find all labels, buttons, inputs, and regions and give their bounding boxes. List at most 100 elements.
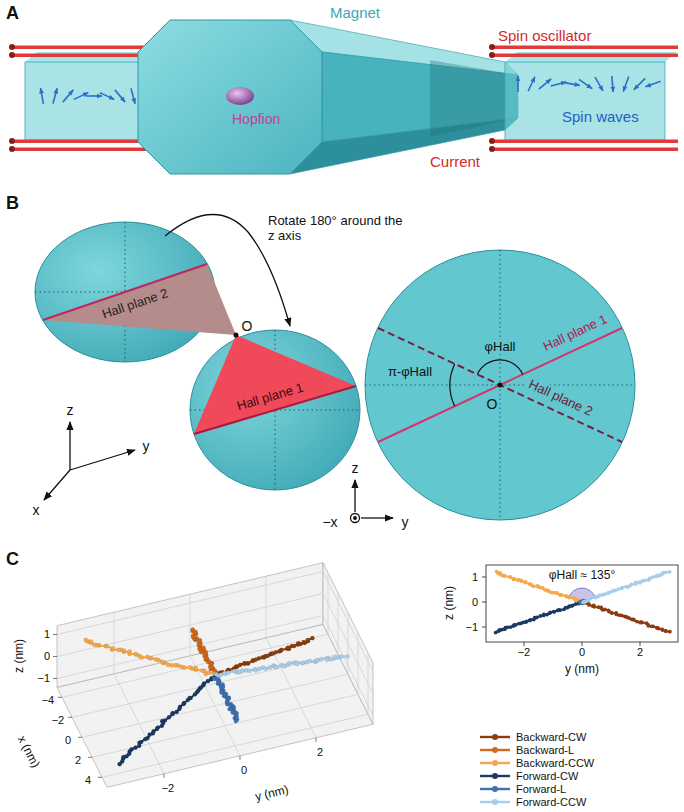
axis-triad <box>354 480 355 512</box>
axis-label: x <box>33 502 40 518</box>
spin-arrow <box>517 76 519 92</box>
legend-dot <box>492 734 498 740</box>
trajectory-bead <box>630 582 634 586</box>
trajectory-bead <box>621 586 625 590</box>
trajectory-bead <box>306 638 310 642</box>
trajectory-bead <box>593 605 597 609</box>
trajectory-bead <box>226 671 230 675</box>
trajectory-bead <box>571 604 575 608</box>
angle-label: π-φHall <box>386 365 434 380</box>
trajectory-bead <box>248 669 252 673</box>
angle-label: φHall ≈ 135° <box>547 569 618 583</box>
trajectory-bead <box>84 638 88 642</box>
trajectory-bead <box>656 626 660 630</box>
trajectory-bead <box>528 582 532 586</box>
legend-text: Backward-CW <box>516 731 586 744</box>
trajectory-bead <box>539 614 543 618</box>
trajectory-bead <box>170 712 174 716</box>
trajectory-bead <box>528 582 532 586</box>
trajectory-bead <box>118 762 122 766</box>
tick-label: 1 <box>472 571 478 584</box>
tick-mark <box>316 738 317 742</box>
spin-oscillator-right <box>489 44 495 50</box>
inset-frame <box>486 565 678 642</box>
hopfion-blob <box>226 87 254 105</box>
trajectory-bead <box>572 596 576 600</box>
legend-dot <box>492 760 498 766</box>
tick-label: 0 <box>241 764 247 777</box>
spin-oscillator-left <box>9 146 15 152</box>
tick-label: 4 <box>85 774 91 787</box>
hall-plane-projection <box>477 360 522 375</box>
tick-label: −1 <box>38 672 51 685</box>
trajectory-bead <box>647 624 651 628</box>
trajectory-bead <box>111 646 115 650</box>
tick-mark <box>53 634 57 635</box>
hall-plane-disks <box>234 333 239 338</box>
trajectory-bead <box>664 570 668 574</box>
hall-plane-disks <box>35 214 360 490</box>
spin-arrow <box>131 88 135 103</box>
plot-pane <box>323 563 373 725</box>
axis-triad <box>44 422 135 500</box>
tick-label: 2 <box>317 746 323 759</box>
trajectory-bead <box>552 610 556 614</box>
trajectory-bead <box>104 644 108 648</box>
trajectory-bead <box>160 724 164 728</box>
trajectory-line <box>214 674 237 721</box>
legend-dot <box>492 747 498 753</box>
legend-swatch <box>480 760 510 766</box>
spin-arrow <box>53 88 57 103</box>
trajectory-line <box>217 638 313 674</box>
trajectory-plot-3d <box>53 563 373 788</box>
spin-arrow <box>551 82 566 86</box>
legend-dot <box>492 786 498 792</box>
trajectory-bead <box>300 661 304 665</box>
trajectory-bead <box>668 630 672 634</box>
axis-triad <box>351 480 394 523</box>
tick-mark <box>524 642 525 646</box>
trajectory-bead <box>660 627 664 631</box>
trajectory-bead <box>345 655 349 659</box>
trajectory-bead <box>288 661 292 665</box>
trajectory-bead <box>182 701 186 705</box>
tick-label: −2 <box>52 714 65 727</box>
trajectory-bead <box>133 746 137 750</box>
spin-oscillator-right <box>492 54 678 58</box>
trajectory-bead <box>134 652 138 656</box>
spin-arrow <box>595 77 603 91</box>
trajectory-bead <box>545 613 549 617</box>
trajectory-bead <box>542 614 546 618</box>
trajectory-bead <box>512 623 516 627</box>
axis-triad <box>354 517 357 520</box>
trajectory-line <box>86 640 216 675</box>
trajectory-bead <box>532 618 536 622</box>
axis-triad <box>351 514 360 523</box>
trajectory-plot-inset <box>482 565 678 646</box>
axis-label: z <box>67 402 74 418</box>
trajectory-bead <box>664 629 668 633</box>
panel-letter: C <box>6 549 19 570</box>
spin-oscillator-left <box>9 138 15 144</box>
grid-line <box>323 616 373 716</box>
tick-label: 2 <box>637 646 643 659</box>
tick-mark <box>482 627 486 628</box>
trajectory-bead <box>175 710 179 714</box>
tick-mark <box>482 602 486 603</box>
trajectory-bead <box>655 626 659 630</box>
trajectory-bead <box>610 611 614 615</box>
trajectory-bead <box>201 645 205 649</box>
trajectory-bead <box>92 643 96 647</box>
trajectory-bead <box>620 614 624 618</box>
spin-oscillator-right <box>505 62 665 140</box>
trajectory-bead <box>295 662 299 666</box>
trajectory-line <box>120 675 217 764</box>
trajectory-bead <box>587 603 591 607</box>
spin-arrow <box>634 78 645 89</box>
axis-label: z <box>352 460 359 476</box>
trajectory-bead <box>494 631 498 635</box>
trajectory-bead <box>523 581 527 585</box>
trajectory-bead <box>508 575 512 579</box>
hall-plane-disks <box>194 335 356 434</box>
